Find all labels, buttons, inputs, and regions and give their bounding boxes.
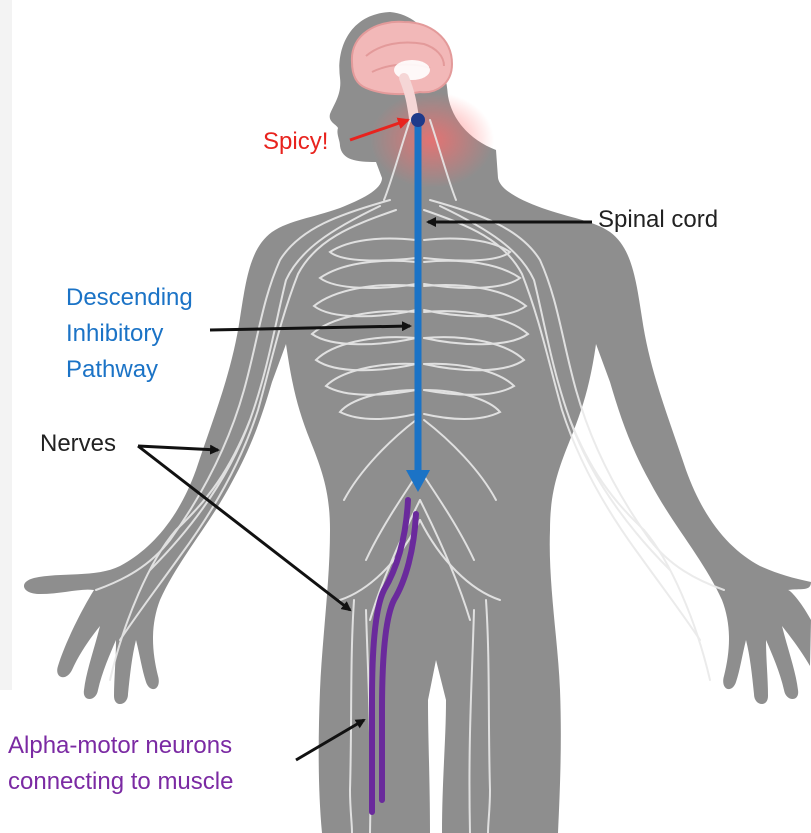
descending-label-line-3: Pathway [66,352,193,388]
descending-inhibitory-pathway-label: Descending Inhibitory Pathway [66,280,193,388]
spinal-cord-label: Spinal cord [598,206,718,235]
alpha-motor-neurons-label: Alpha-motor neurons connecting to muscle [8,728,233,800]
spicy-label: Spicy! [263,128,328,157]
descending-label-line-1: Descending [66,280,193,316]
alpha-motor-label-line-1: Alpha-motor neurons [8,728,233,764]
spicy-glow [370,92,494,188]
descending-label-line-2: Inhibitory [66,316,193,352]
nerves-label: Nerves [40,430,116,459]
alpha-motor-label-line-2: connecting to muscle [8,764,233,800]
